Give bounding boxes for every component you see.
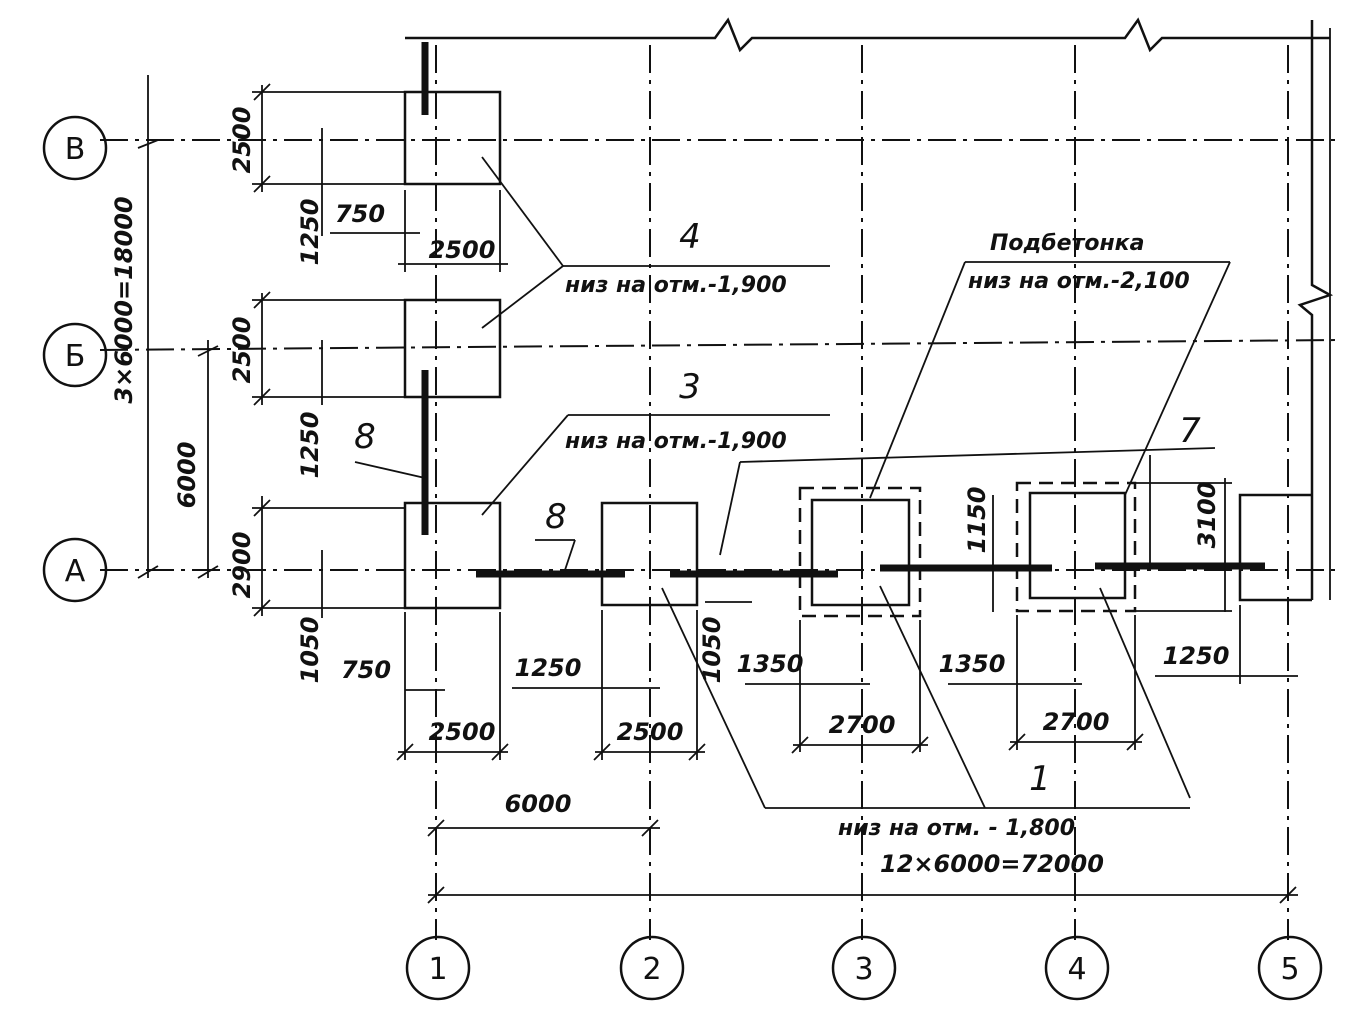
dim-offset-a2: 1250 (515, 654, 582, 682)
dim-footing-A-offset: 1050 (296, 617, 324, 684)
dim-offset-a5: 1250 (1163, 642, 1230, 670)
dim-offset-a1: 750 (341, 656, 391, 684)
callout-4-number: 4 (679, 217, 701, 257)
footing-1-A (403, 501, 502, 610)
grid-lines (99, 45, 1341, 940)
axis-label-row-V: В (65, 132, 86, 167)
callout-1-text: низ на отм. - 1,800 (838, 816, 1075, 841)
callout-7-number: 7 (1179, 411, 1201, 451)
dim-row-total: 3×6000=18000 (110, 196, 138, 403)
dim-width-a4: 2700 (1043, 708, 1110, 736)
dim-width-a1: 2500 (429, 718, 496, 746)
axis-label-col-5: 5 (1280, 952, 1299, 987)
footing-4-A (1028, 491, 1127, 600)
dimension-lines (137, 75, 1298, 904)
dim-footing-A-height: 2900 (228, 532, 256, 599)
footing-1-V (403, 90, 502, 186)
dim-footing-B-height: 2500 (228, 317, 256, 384)
dim-footing-V-height: 2500 (228, 107, 256, 174)
leader-lines (354, 156, 1231, 809)
dim-offset-a3-v: 1150 (963, 487, 991, 554)
axis-label-col-3: 3 (854, 952, 873, 987)
plan-border (405, 17, 1334, 600)
callout-1-number: 1 (1029, 759, 1051, 799)
pad-text: низ на отм.-2,100 (968, 269, 1190, 294)
callout-4-text: низ на отм.-1,900 (565, 273, 787, 298)
footing-2-A (600, 501, 699, 607)
callout-3-text: низ на отм.-1,900 (565, 429, 787, 454)
dim-width-a3: 2700 (829, 711, 896, 739)
dim-col-total: 12×6000=72000 (880, 850, 1104, 878)
footing-5-A (1238, 493, 1312, 602)
dim-height-a4: 3100 (1193, 482, 1221, 549)
dim-col-span: 6000 (505, 790, 572, 818)
pad-title: Подбетонка (990, 231, 1144, 256)
axis-bubbles (42, 115, 1323, 1001)
beams (421, 42, 1265, 578)
dim-row-span: 6000 (173, 442, 201, 509)
dim-footing-V-offset: 1250 (296, 199, 324, 266)
footing-1-B (403, 298, 502, 399)
dim-width-a2: 2500 (617, 718, 684, 746)
dim-footing-V-width: 2500 (429, 236, 496, 264)
axis-label-col-2: 2 (642, 952, 661, 987)
callout-3-number: 3 (679, 367, 701, 407)
callout-8-beam: 8 (545, 497, 567, 537)
callout-8-column: 8 (354, 417, 376, 457)
axis-label-col-1: 1 (428, 952, 447, 987)
dim-offset-a2-v: 1050 (698, 617, 726, 684)
dim-footing-V-side: 750 (335, 200, 385, 228)
axis-label-row-B: Б (65, 339, 86, 374)
dim-offset-a4: 1350 (939, 650, 1006, 678)
dim-footing-B-offset: 1250 (296, 412, 324, 479)
pad-4-A (1015, 481, 1137, 613)
pad-3-A (798, 486, 922, 618)
dim-offset-a3: 1350 (737, 650, 804, 678)
axis-label-row-A: А (65, 554, 86, 589)
footing-3-A (810, 498, 911, 607)
axis-label-col-4: 4 (1067, 952, 1086, 987)
footings (403, 90, 1312, 618)
